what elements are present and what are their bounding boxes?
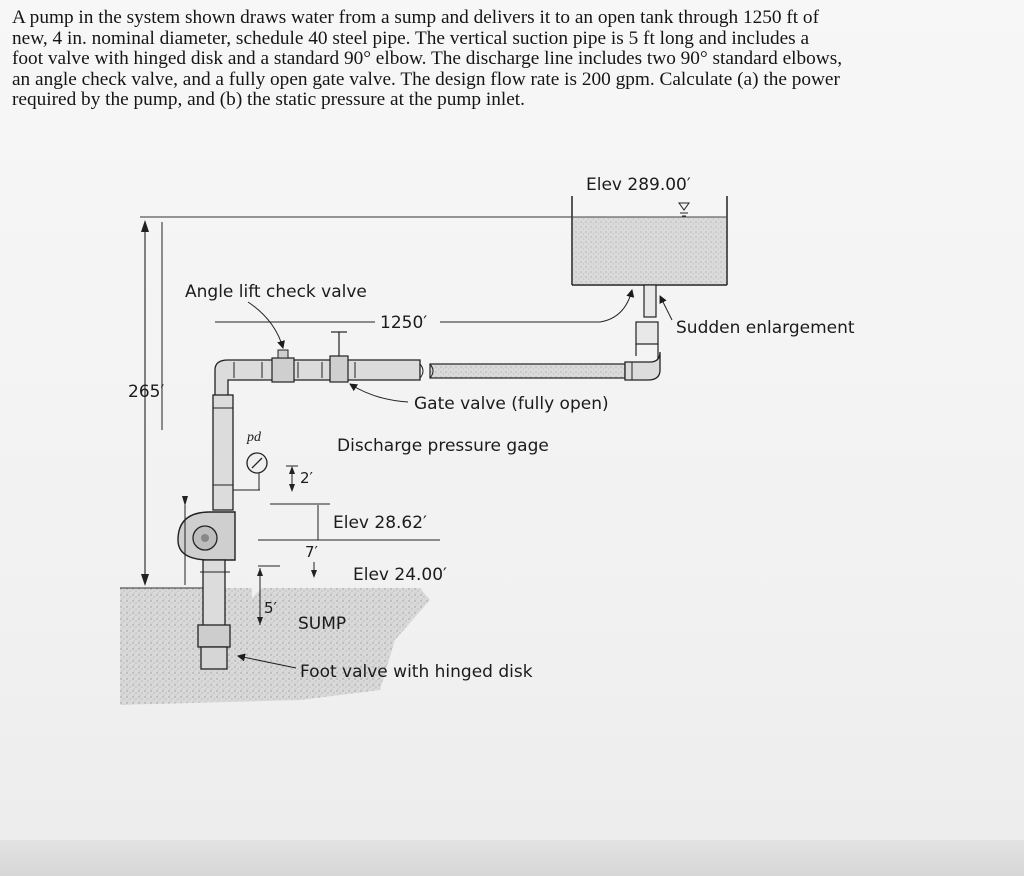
pipe-length-leader-right — [440, 289, 635, 323]
sump-label: SUMP — [298, 614, 346, 634]
dimension-5ft — [257, 568, 263, 625]
water-level-icon — [678, 202, 690, 217]
pump-icon — [177, 511, 236, 561]
angle-check-valve-label: Angle lift check valve — [185, 282, 367, 302]
problem-line: foot valve with hinged disk and a standa… — [12, 48, 843, 70]
elevation-28-label: Elev 28.62′ — [333, 513, 427, 533]
tank-outlet-pipe — [635, 284, 659, 370]
gate-valve-icon — [329, 331, 349, 383]
angle-valve-leader — [247, 301, 285, 349]
sudden-enlargement-leader — [659, 295, 673, 321]
tank-elevation-label: Elev 289.00′ — [586, 175, 691, 195]
sump-ground — [120, 588, 430, 705]
dimension-265 — [141, 220, 163, 586]
suction-pipe — [200, 559, 230, 636]
problem-line: an angle check valve, and a fully open g… — [12, 68, 840, 90]
angle-check-valve-icon — [271, 349, 295, 383]
gate-valve-leader — [349, 383, 409, 403]
gate-valve-label: Gate valve (fully open) — [414, 394, 609, 414]
problem-statement: A pump in the system shown draws water f… — [12, 7, 1012, 111]
dimension-2-label: 2′ — [300, 469, 314, 487]
vertical-discharge-pipe — [212, 394, 260, 511]
pd-label: pd — [246, 430, 262, 445]
elevation-24-label: Elev 24.00′ — [353, 565, 447, 585]
upper-tank — [571, 196, 728, 286]
discharge-pipe — [214, 351, 661, 401]
height-265-label: 265′ — [128, 382, 164, 402]
dimension-2ft — [286, 465, 298, 492]
dimension-7-label: 7′ — [305, 543, 319, 561]
sudden-enlargement-label: Sudden enlargement — [676, 318, 855, 338]
problem-line: A pump in the system shown draws water f… — [12, 7, 819, 28]
dimension-5-label: 5′ — [264, 599, 278, 617]
sump-level-arrow — [182, 496, 188, 506]
foot-valve-leader — [237, 653, 297, 669]
foot-valve-label: Foot valve with hinged disk — [300, 662, 533, 682]
pipe-length-label: 1250′ — [380, 313, 427, 333]
problem-line: required by the pump, and (b) the static… — [12, 89, 525, 111]
dimension-7ft — [258, 562, 317, 578]
problem-line: new, 4 in. nominal diameter, schedule 40… — [12, 27, 810, 49]
page-bottom-edge — [0, 840, 1024, 876]
pressure-gage-icon — [246, 452, 268, 474]
discharge-gage-label: Discharge pressure gage — [337, 436, 549, 456]
foot-valve-icon — [197, 624, 231, 670]
